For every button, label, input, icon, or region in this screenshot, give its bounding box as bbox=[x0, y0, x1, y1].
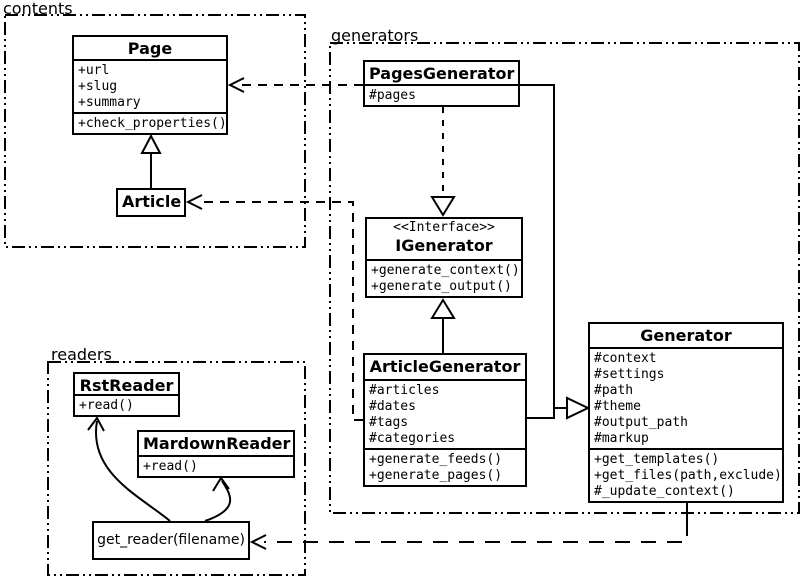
class-igenerator: <<Interface>> IGenerator +generate_conte… bbox=[365, 217, 523, 298]
class-method: #_update_context() bbox=[594, 484, 735, 499]
contents-package-label: contents bbox=[3, 0, 73, 18]
inheritance-arrow-to-generator bbox=[520, 84, 591, 420]
class-attribute: #pages bbox=[369, 88, 416, 103]
class-attribute: +url bbox=[78, 63, 110, 78]
function-label: get_reader(filename) bbox=[97, 532, 245, 548]
class-method: +generate_output() bbox=[371, 279, 512, 294]
class-title: RstReader bbox=[79, 376, 174, 394]
class-title: Page bbox=[127, 39, 173, 58]
class-pagesgenerator: PagesGenerator #pages bbox=[363, 60, 520, 107]
class-method: +read() bbox=[79, 398, 134, 413]
class-title: PagesGenerator bbox=[369, 64, 515, 83]
class-articlegenerator: ArticleGenerator #articles #dates #tags … bbox=[363, 353, 527, 487]
inheritance-arrow-article-to-page bbox=[140, 133, 162, 188]
generators-package-label: generators bbox=[331, 26, 419, 45]
class-method: +generate_pages() bbox=[369, 468, 503, 483]
class-method: +generate_context() bbox=[371, 263, 519, 278]
class-method: +generate_feeds() bbox=[369, 452, 503, 467]
class-attribute: +slug bbox=[78, 79, 118, 94]
class-stereotype: <<Interface>> bbox=[393, 220, 495, 235]
dependency-arrow-generator-to-getreader bbox=[249, 503, 688, 550]
class-title: ArticleGenerator bbox=[369, 357, 521, 376]
class-method: +get_templates() bbox=[594, 452, 720, 467]
class-attribute: #dates bbox=[369, 399, 416, 414]
class-attribute: #output_path bbox=[594, 415, 688, 430]
class-title: Generator bbox=[640, 326, 732, 345]
class-attribute: +summary bbox=[78, 95, 141, 110]
class-rstreader: RstReader +read() bbox=[73, 372, 180, 417]
class-method: +check_properties() bbox=[78, 116, 224, 131]
readers-package-label: readers bbox=[51, 345, 112, 364]
dependency-arrow-pagesgenerator-to-page bbox=[227, 77, 363, 93]
class-article: Article bbox=[116, 188, 186, 217]
class-title: MardownReader bbox=[143, 434, 291, 453]
class-method: +get_files(path,exclude) bbox=[594, 468, 780, 483]
class-page: Page +url +slug +summary +check_properti… bbox=[72, 35, 228, 135]
function-get-reader: get_reader(filename) bbox=[92, 521, 250, 560]
class-attribute: #articles bbox=[369, 383, 440, 398]
class-title: Article bbox=[122, 192, 182, 211]
arrow-getreader-to-mardownreader bbox=[204, 476, 232, 522]
dependency-arrow-articlegenerator-to-article bbox=[185, 194, 363, 421]
class-mardownreader: MardownReader +read() bbox=[137, 430, 295, 478]
generators-package-border bbox=[329, 42, 800, 514]
class-attribute: #path bbox=[594, 383, 634, 398]
class-attribute: #settings bbox=[594, 367, 665, 382]
class-generator: Generator #context #settings #path #them… bbox=[588, 322, 784, 503]
class-attribute: #theme bbox=[594, 399, 641, 414]
arrow-getreader-to-rstreader bbox=[87, 416, 171, 522]
contents-package-border bbox=[4, 14, 306, 248]
class-attribute: #tags bbox=[369, 415, 409, 430]
class-attribute: #markup bbox=[594, 431, 649, 446]
readers-package-border bbox=[47, 361, 306, 576]
class-attribute: #categories bbox=[369, 431, 456, 446]
inheritance-arrow-articlegenerator-to-igenerator bbox=[430, 298, 456, 353]
class-title: IGenerator bbox=[395, 236, 493, 255]
class-method: +read() bbox=[143, 459, 198, 474]
realization-arrow-pagesgenerator-to-igenerator bbox=[430, 107, 456, 217]
class-attribute: #context bbox=[594, 351, 657, 366]
